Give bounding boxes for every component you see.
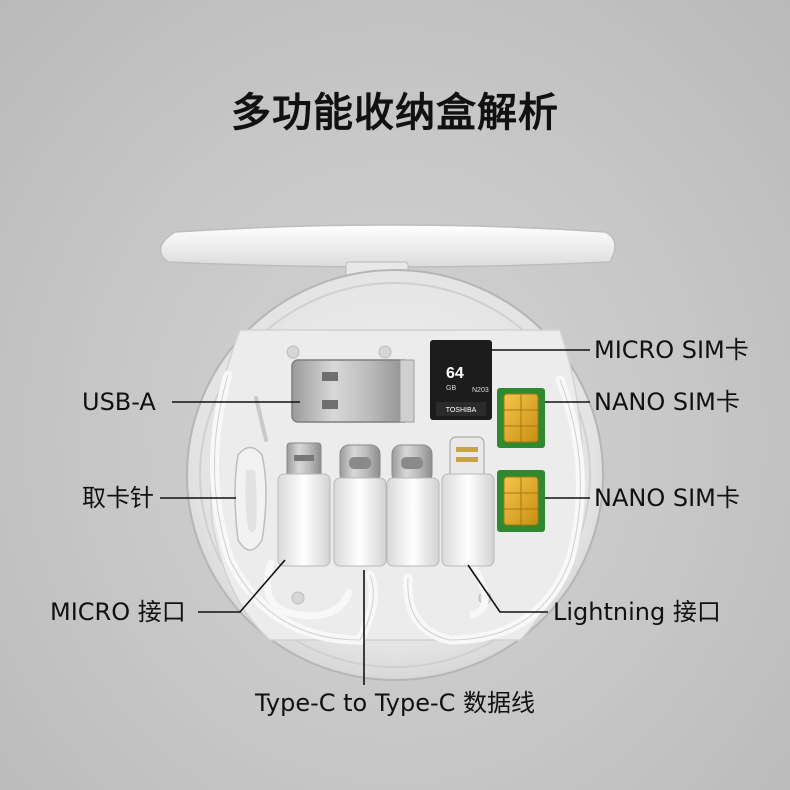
microsd-brand: TOSHIBA <box>446 407 477 414</box>
usb-a-label: USB-A <box>82 388 156 416</box>
cable-loop <box>210 370 585 645</box>
box-lid <box>159 224 616 281</box>
callout-line-lightning <box>467 564 548 613</box>
type-c-plug-2 <box>386 444 440 567</box>
microsd-unit: GB <box>446 385 456 392</box>
microsd-capacity: 64 <box>446 365 464 382</box>
usb-a-connector <box>291 359 415 423</box>
callout-line-micro-port <box>198 559 286 613</box>
sim-pin-label: 取卡针 <box>82 484 154 512</box>
type-c-plug-1 <box>333 444 387 567</box>
micro-usb-plug <box>277 442 331 567</box>
lightning-plug <box>441 436 495 567</box>
nano-sim-card-2 <box>497 470 545 532</box>
page-title: 多功能收纳盒解析 <box>231 90 559 136</box>
sim-ejector-pin <box>234 396 268 551</box>
type-c-cable-label: Type-C to Type-C 数据线 <box>254 689 536 717</box>
nano-sim-card-1 <box>497 388 545 448</box>
lightning-port-label: Lightning 接口 <box>553 598 721 626</box>
nano-sim-label-2: NANO SIM卡 <box>594 484 740 512</box>
micro-port-label: MICRO 接口 <box>50 598 186 626</box>
nano-sim-label-1: NANO SIM卡 <box>594 388 740 416</box>
microsd-card: TOSHIBA 64 GB N203 <box>430 340 492 420</box>
callout-lines <box>160 349 590 685</box>
micro-sim-label: MICRO SIM卡 <box>594 336 749 364</box>
microsd-model: N203 <box>472 387 489 394</box>
